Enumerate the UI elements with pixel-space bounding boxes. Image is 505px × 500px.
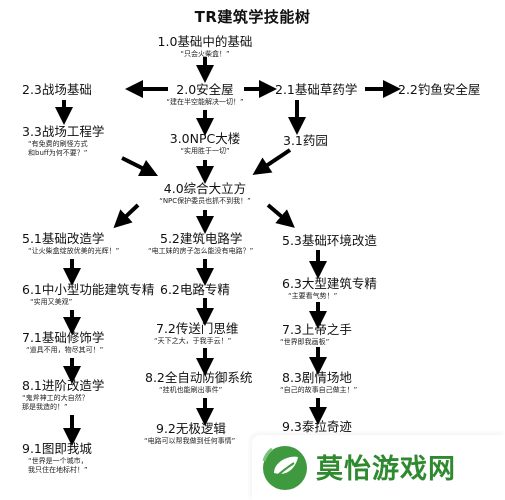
node-7-2: 7.2传送门思维 “天下之大，于我手云！” xyxy=(154,321,239,346)
node-2-0-label: 2.0安全屋 xyxy=(176,82,234,97)
node-5-2-label: 5.2建筑电路学 xyxy=(160,231,243,246)
node-6-3: 6.3大型建筑专精 “主要看气势！” xyxy=(282,276,377,301)
arrow-4-0-to-5-1 xyxy=(113,203,140,229)
node-3-3-label: 3.3战场工程学 xyxy=(22,124,105,139)
node-2-3-label: 2.3战场基础 xyxy=(22,82,92,97)
node-8-3-quote: “自己的故事自己做主！” xyxy=(280,386,358,394)
node-9-3-label: 9.3泰拉奇迹 xyxy=(282,419,352,434)
node-2-3: 2.3战场基础 xyxy=(22,82,92,97)
node-3-3: 3.3战场工程学 “有免费的刷怪方式 和buff为何不要？” xyxy=(22,124,104,158)
node-9-1-label: 9.1图即我城 xyxy=(22,441,92,456)
node-2-0-quote: “建在半空能解决一切！” xyxy=(166,98,244,106)
node-5-2: 5.2建筑电路学 “电工妹的房子怎么能没有电路？” xyxy=(148,231,253,256)
site-logo-icon xyxy=(262,446,307,490)
node-2-1: 2.1基础草药学 xyxy=(275,82,357,97)
node-3-1-label: 3.1药园 xyxy=(283,133,328,148)
node-8-1-quote: “鬼斧神工的大自然？ 那是我造的！” xyxy=(22,394,89,411)
node-5-1: 5.1基础改造学 “让火柴盒绽放优美的光辉！” xyxy=(22,231,119,256)
node-6-2-label: 6.2电路专精 xyxy=(160,282,230,297)
node-8-3-label: 8.3剧情场地 xyxy=(282,370,352,385)
node-8-2-quote: “挂机也能刷出事件” xyxy=(159,386,223,394)
node-8-1: 8.1进阶改造学 “鬼斧神工的大自然？ 那是我造的！” xyxy=(22,378,104,412)
node-2-0: 2.0安全屋 “建在半空能解决一切！” xyxy=(166,82,243,107)
node-9-1-quote: “世界是一个城市， 我只住在地标村！” xyxy=(28,457,88,474)
node-3-0-quote: “实用胜于一切” xyxy=(180,147,230,155)
node-7-1-quote: “道具不用，物尽其可！” xyxy=(26,346,104,354)
node-1-0: 1.0基础中的基础 “只会火柴盒！” xyxy=(158,34,253,59)
node-7-3: 7.3上帝之手 “世界即我画板” xyxy=(280,322,352,347)
node-9-2: 9.2无极逻辑 “电路可以帮我做到任何事情” xyxy=(144,421,235,446)
node-2-1-label: 2.1基础草药学 xyxy=(275,82,358,97)
node-3-0: 3.0NPC大楼 “实用胜于一切” xyxy=(170,131,241,156)
arrow-3-3-to-4-0 xyxy=(121,156,159,177)
node-3-1: 3.1药园 xyxy=(283,133,328,148)
node-3-3-quote: “有免费的刷怪方式 和buff为何不要？” xyxy=(28,140,88,157)
node-8-2: 8.2全自动防御系统 “挂机也能刷出事件” xyxy=(145,370,252,395)
node-1-0-quote: “只会火柴盒！” xyxy=(180,50,230,58)
node-6-2: 6.2电路专精 xyxy=(160,282,230,297)
node-9-3: 9.3泰拉奇迹 xyxy=(282,419,352,434)
diagram-title: TR建筑学技能树 xyxy=(194,8,311,26)
node-9-2-label: 9.2无极逻辑 xyxy=(156,421,226,436)
node-5-3: 5.3基础环境改造 xyxy=(282,233,377,248)
node-7-1-label: 7.1基础修饰学 xyxy=(22,330,105,345)
node-6-1-label: 6.1中小型功能建筑专精 xyxy=(22,282,155,297)
node-5-2-quote: “电工妹的房子怎么能没有电路？” xyxy=(148,247,254,255)
node-7-3-quote: “世界即我画板” xyxy=(280,338,330,346)
node-9-2-quote: “电路可以帮我做到任何事情” xyxy=(144,437,236,445)
node-2-2-label: 2.2钓鱼安全屋 xyxy=(398,82,481,97)
node-1-0-label: 1.0基础中的基础 xyxy=(157,34,253,49)
node-6-1-quote: “实用又美观” xyxy=(30,298,73,306)
site-watermark: 莫怡游戏网 xyxy=(252,435,505,500)
node-5-3-label: 5.3基础环境改造 xyxy=(282,233,377,248)
node-6-3-label: 6.3大型建筑专精 xyxy=(282,276,377,291)
node-8-1-label: 8.1进阶改造学 xyxy=(22,378,105,393)
node-5-1-quote: “让火柴盒绽放优美的光辉！” xyxy=(28,247,120,255)
node-8-3: 8.3剧情场地 “自己的故事自己做主！” xyxy=(280,370,358,395)
watermark-text: 莫怡游戏网 xyxy=(316,454,456,485)
node-7-3-label: 7.3上帝之手 xyxy=(282,322,352,337)
node-4-0: 4.0综合大立方 “NPC保护委员也抓不到我！” xyxy=(159,181,251,206)
node-5-1-label: 5.1基础改造学 xyxy=(22,231,105,246)
arrow-3-1-to-4-0 xyxy=(252,148,292,175)
node-6-3-quote: “主要看气势！” xyxy=(288,292,338,300)
arrow-4-0-to-5-3 xyxy=(266,203,295,228)
node-6-1: 6.1中小型功能建筑专精 “实用又美观” xyxy=(22,282,154,307)
node-9-1: 9.1图即我城 “世界是一个城市， 我只住在地标村！” xyxy=(22,441,92,475)
node-7-2-quote: “天下之大，于我手云！” xyxy=(154,337,232,345)
node-4-0-label: 4.0综合大立方 xyxy=(163,181,247,196)
node-8-2-label: 8.2全自动防御系统 xyxy=(145,370,253,385)
node-7-1: 7.1基础修饰学 “道具不用，物尽其可！” xyxy=(22,330,104,355)
node-2-2: 2.2钓鱼安全屋 xyxy=(398,82,480,97)
node-7-2-label: 7.2传送门思维 xyxy=(156,321,239,336)
node-3-0-label: 3.0NPC大楼 xyxy=(169,131,241,146)
node-4-0-quote: “NPC保护委员也抓不到我！” xyxy=(159,197,251,205)
